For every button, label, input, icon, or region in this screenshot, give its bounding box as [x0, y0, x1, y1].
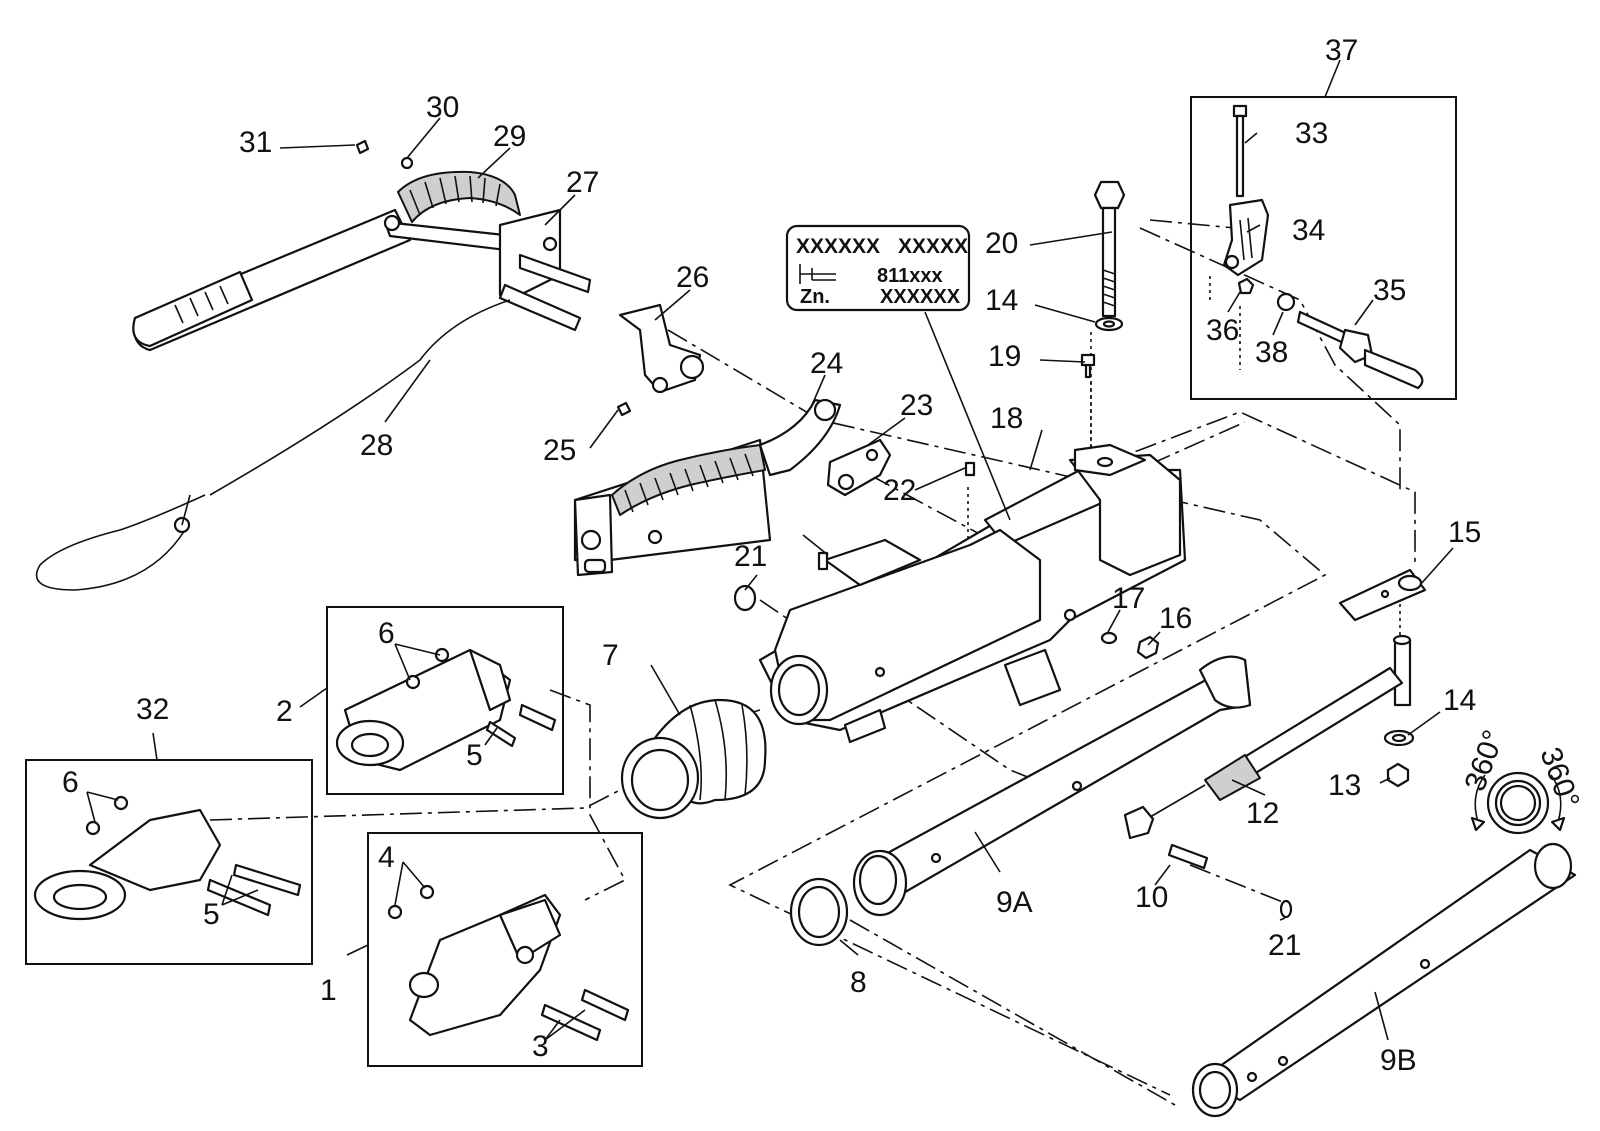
- grease-fittings: [733, 461, 1160, 660]
- callout-4: 4: [378, 841, 395, 874]
- nameplate: XXXXXX XXXXX 811xxx Zn. XXXXXX: [785, 224, 1011, 521]
- callout-33: 33: [1295, 117, 1328, 150]
- callout-17: 17: [1112, 582, 1145, 615]
- shock-absorber-12: [1123, 666, 1404, 840]
- callout-37: 37: [1325, 34, 1358, 67]
- tube-9B: [1191, 771, 1577, 1118]
- callout-31: 31: [239, 126, 272, 159]
- callout-5-detail-32: 5: [203, 898, 220, 931]
- callout-14-lower: 14: [1443, 684, 1476, 717]
- callouts: 1 2 3 4 5 5 6 6 7 8 9A 9B 10 12 13 14 14…: [62, 34, 1586, 1077]
- nameplate-row3-right: XXXXXX: [880, 286, 961, 308]
- callout-25: 25: [543, 434, 576, 467]
- callout-2: 2: [276, 695, 293, 728]
- detail-2-towing-eye: [335, 647, 557, 772]
- detail-box-37: [1190, 96, 1457, 400]
- callout-27: 27: [566, 166, 599, 199]
- bolt-20: [1080, 180, 1126, 379]
- callout-21-upper: 21: [734, 540, 767, 573]
- detail-box-2: [326, 606, 564, 795]
- callout-26: 26: [676, 261, 709, 294]
- callout-1: 1: [320, 974, 337, 1007]
- leader-lines: [86, 59, 1454, 1041]
- callout-36: 36: [1206, 314, 1239, 347]
- callout-9A: 9A: [996, 886, 1033, 919]
- release-lever-assembly: [132, 170, 705, 496]
- callout-23: 23: [900, 389, 933, 422]
- pin-10: [1167, 843, 1293, 919]
- callout-14-upper: 14: [985, 284, 1018, 317]
- callout-24: 24: [810, 347, 843, 380]
- callout-13: 13: [1328, 769, 1361, 802]
- nameplate-row3-left: Zn.: [800, 286, 830, 308]
- callout-21-lower: 21: [1268, 929, 1301, 962]
- detail-32-towing-ring: [33, 795, 302, 921]
- detail-box-1: [367, 832, 643, 1067]
- callout-10: 10: [1135, 881, 1168, 914]
- detail-box-32: [25, 759, 313, 965]
- plate-15: [1338, 568, 1427, 788]
- safety-cable-loop: [35, 494, 206, 591]
- callout-19: 19: [988, 340, 1021, 373]
- callout-20: 20: [985, 227, 1018, 260]
- callout-18: 18: [990, 402, 1023, 435]
- callout-12: 12: [1246, 797, 1279, 830]
- callout-6-detail-2: 6: [378, 617, 395, 650]
- ring-8: [789, 877, 849, 947]
- callout-3: 3: [532, 1030, 549, 1063]
- callout-28: 28: [360, 429, 393, 462]
- callout-32: 32: [136, 693, 169, 726]
- hitch-symbol-icon: [799, 264, 836, 284]
- detail-1-ball-coupling: [387, 884, 630, 1042]
- callout-22: 22: [883, 474, 916, 507]
- callout-7: 7: [602, 639, 619, 672]
- callout-38: 38: [1255, 336, 1288, 369]
- callout-9B: 9B: [1380, 1044, 1417, 1077]
- callout-34: 34: [1292, 214, 1325, 247]
- nameplate-row1-left: XXXXXX: [796, 235, 880, 258]
- tube-9A: [852, 655, 1252, 917]
- callout-35: 35: [1373, 274, 1406, 307]
- callout-29: 29: [493, 120, 526, 153]
- callout-8: 8: [850, 966, 867, 999]
- main-housing: [758, 443, 1187, 744]
- callout-15: 15: [1448, 516, 1481, 549]
- nameplate-row1-right: XXXXX: [898, 235, 968, 258]
- detail-37-parts: [1222, 104, 1424, 390]
- callout-5-detail-2: 5: [466, 739, 483, 772]
- callout-6-detail-32: 6: [62, 766, 79, 799]
- callout-16: 16: [1159, 602, 1192, 635]
- nameplate-row2-right: 811xxx: [877, 265, 943, 287]
- callout-30: 30: [426, 91, 459, 124]
- spring-cartridge: [573, 398, 892, 577]
- bellows-7: [620, 698, 767, 820]
